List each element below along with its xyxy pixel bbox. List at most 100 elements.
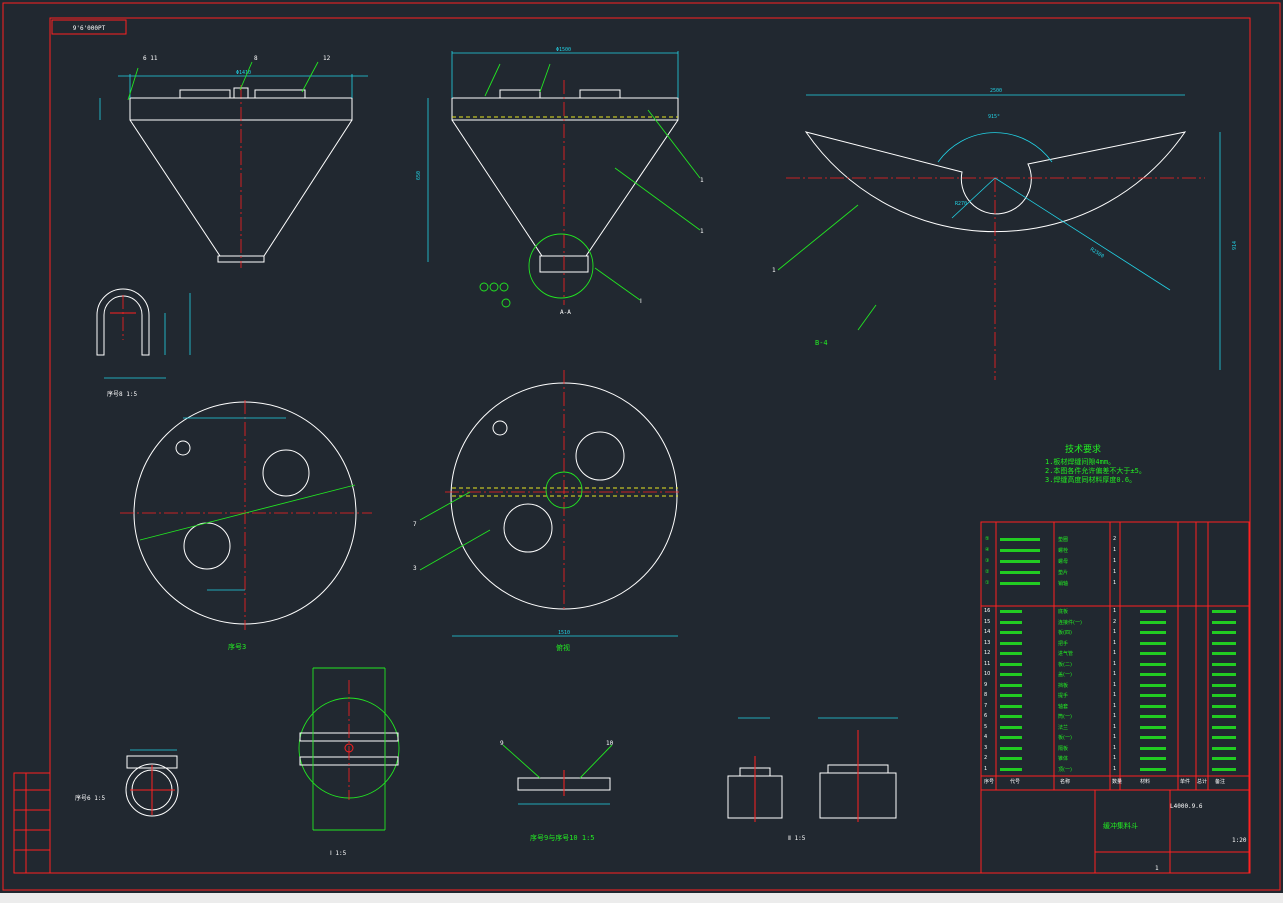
label-a: A-A <box>560 309 571 316</box>
bom-row-material <box>1140 683 1166 687</box>
bom-row-qty: 1 <box>1113 723 1117 730</box>
bom-header-cell: 代号 <box>1010 779 1021 785</box>
dim-fan-height: 914 <box>1232 241 1238 250</box>
bom-row-code <box>1000 736 1022 739</box>
front-view-left[interactable]: Φ1410 <box>99 61 368 268</box>
bom-upper-code <box>1000 549 1040 552</box>
label-item8: 序号8 1:5 <box>107 390 137 398</box>
item6-ring[interactable] <box>125 749 179 817</box>
bom-row-name: 法兰 <box>1058 724 1069 731</box>
bom-row-qty: 1 <box>1113 744 1117 751</box>
bom-row-name: 筒(一) <box>1058 714 1072 720</box>
bom-row-material <box>1140 620 1166 624</box>
dim-height: 650 <box>416 171 422 180</box>
bom-row-material <box>1140 694 1166 697</box>
dim-fan-angle: 915° <box>988 114 1000 120</box>
bom-row-qty: 1 <box>1113 713 1117 719</box>
bom-row-code <box>1000 694 1022 697</box>
bom-row-note <box>1212 652 1236 655</box>
bom-row-note <box>1212 715 1236 718</box>
tech-line-2: 2.本图各件允许偏差不大于±5。 <box>1045 466 1146 475</box>
bom-row-code <box>1000 746 1022 750</box>
bom-row-code <box>1000 704 1022 708</box>
label-detail-ii: Ⅱ 1:5 <box>788 835 806 842</box>
label-item3: 序号3 <box>228 642 246 651</box>
bom-row-note <box>1212 736 1236 739</box>
dim-fan-width: 2500 <box>990 88 1002 94</box>
bom-row-qty: 1 <box>1113 629 1117 635</box>
bom-row-material <box>1140 673 1166 676</box>
bom-row-note <box>1212 662 1236 666</box>
bom-row-qty: 1 <box>1113 608 1117 614</box>
bom-upper-qty: 1 <box>1113 547 1117 553</box>
bom-row-code <box>1000 610 1022 613</box>
callout-12: 12 <box>323 55 331 62</box>
bubble-group[interactable] <box>479 282 511 308</box>
circle-plate-left[interactable] <box>120 400 372 630</box>
front-view-middle[interactable]: Φ1500 650 <box>416 47 701 305</box>
bom-upper-code <box>1000 582 1040 585</box>
bom-upper-no: ③ <box>985 558 990 564</box>
bom-row-name: 板(二) <box>1058 661 1072 668</box>
bom-row-material <box>1140 631 1166 634</box>
bom-row-material <box>1140 767 1166 771</box>
detail-ii[interactable] <box>727 717 898 822</box>
bom-row-qty: 1 <box>1113 639 1117 646</box>
bom-row-no: 14 <box>984 629 991 635</box>
label-b4: B-4 <box>815 339 828 347</box>
bom-row-no: 8 <box>984 692 988 698</box>
bom-row-note <box>1212 610 1236 613</box>
circle-plate-bottom[interactable]: 1510 <box>419 370 680 637</box>
detail-i[interactable] <box>298 667 400 831</box>
left-stamp <box>13 772 51 874</box>
bom-row-note <box>1212 767 1236 771</box>
bom-row-no: 7 <box>984 702 988 709</box>
callout-6-11: 6 11 <box>143 55 158 62</box>
callout-7: 7 <box>413 521 417 528</box>
bom-row-no: 5 <box>984 723 988 730</box>
bom-upper-name: 销轴 <box>1058 581 1069 587</box>
bom-row-code <box>1000 652 1022 655</box>
callout-8: 8 <box>254 55 258 62</box>
title-block-name: 缓冲集料斗 <box>1103 821 1138 830</box>
bom-row-material <box>1140 757 1166 760</box>
bom-row-no: 6 <box>984 713 988 719</box>
bom-row-qty: 1 <box>1113 734 1117 740</box>
bom-upper-name: 螺母 <box>1058 559 1069 565</box>
bom-upper-code <box>1000 560 1040 563</box>
u-bolt[interactable] <box>96 288 191 379</box>
dim-fan-radius-small: R270 <box>955 201 967 207</box>
bom-row-qty: 1 <box>1113 681 1117 688</box>
bom-row-name: 挡板 <box>1058 682 1069 689</box>
scale-text: 1:20 <box>1232 837 1247 844</box>
bom-upper-qty: 1 <box>1113 569 1117 575</box>
label-item6: 序号6 1:5 <box>75 794 105 802</box>
tech-title: 技术要求 <box>1065 443 1101 455</box>
bom-header-cell: 序号 <box>984 779 995 785</box>
bom-row-name: 盖(一) <box>1058 672 1072 678</box>
bom-upper-name: 垫圈 <box>1058 537 1069 543</box>
bom-header-cell: 备注 <box>1215 779 1226 785</box>
bom-upper-name: 垫片 <box>1058 570 1069 576</box>
fan-development[interactable]: 2500 914 915° R2500 R270 <box>777 88 1238 380</box>
bom-upper-code <box>1000 571 1040 574</box>
bom-upper-no: ② <box>985 569 990 575</box>
bom-row-no: 3 <box>984 744 988 751</box>
tech-requirements[interactable]: 技术要求 1.板材焊缝间隙4mm。 2.本图各件允许偏差不大于±5。 3.焊缝高… <box>1045 443 1146 484</box>
item9-10-plate[interactable] <box>502 744 613 805</box>
bom-row-no: 9 <box>984 681 988 688</box>
bom-row-note <box>1212 725 1236 729</box>
bom-row-no: 4 <box>984 734 988 740</box>
bom-row-note <box>1212 641 1236 645</box>
tech-line-3: 3.焊缝高度同材料厚度0.6。 <box>1045 475 1136 484</box>
bom-row-note <box>1212 757 1236 760</box>
bom-row-material <box>1140 746 1166 750</box>
bom-row-name: 进气管 <box>1058 651 1074 657</box>
bom-row-name: 顶(一) <box>1058 766 1072 773</box>
bom-row-name: 把手 <box>1058 640 1069 647</box>
bom-header-cell: 总计 <box>1197 779 1208 785</box>
bom-row-material <box>1140 704 1166 708</box>
bom-row-qty: 1 <box>1113 702 1117 709</box>
